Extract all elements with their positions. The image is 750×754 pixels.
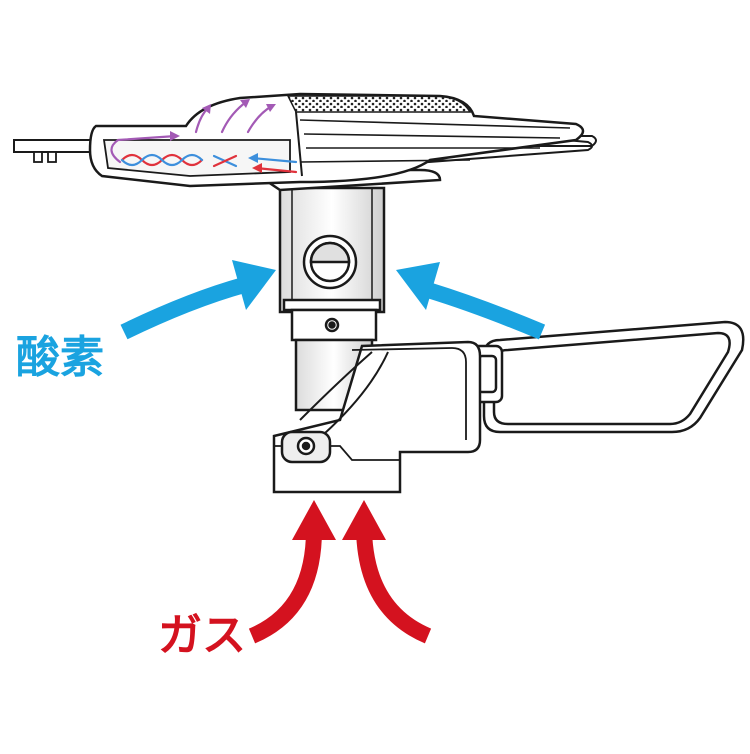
- gas-valve-housing: [272, 340, 482, 494]
- oxygen-arrow-left: [120, 277, 247, 340]
- oxygen-arrowhead-right: [396, 262, 440, 310]
- oxygen-label: 酸素: [16, 332, 104, 383]
- gas-arrowhead-left: [292, 500, 336, 540]
- gas-label: ガス: [158, 610, 246, 661]
- mixing-tube: [278, 186, 386, 412]
- side-handle: [470, 320, 745, 434]
- internal-flow-arrows: [110, 99, 298, 174]
- burner-head: [13, 92, 597, 192]
- gas-arrow-right: [356, 529, 432, 644]
- oxygen-arrowhead-left: [232, 260, 276, 310]
- oxygen-arrows: [120, 260, 546, 340]
- air-intake-port: [302, 234, 358, 290]
- gas-arrow-left: [248, 529, 322, 644]
- gas-arrowhead-right: [342, 500, 386, 540]
- oxygen-arrow-right: [425, 282, 546, 340]
- gas-arrows: [248, 500, 432, 644]
